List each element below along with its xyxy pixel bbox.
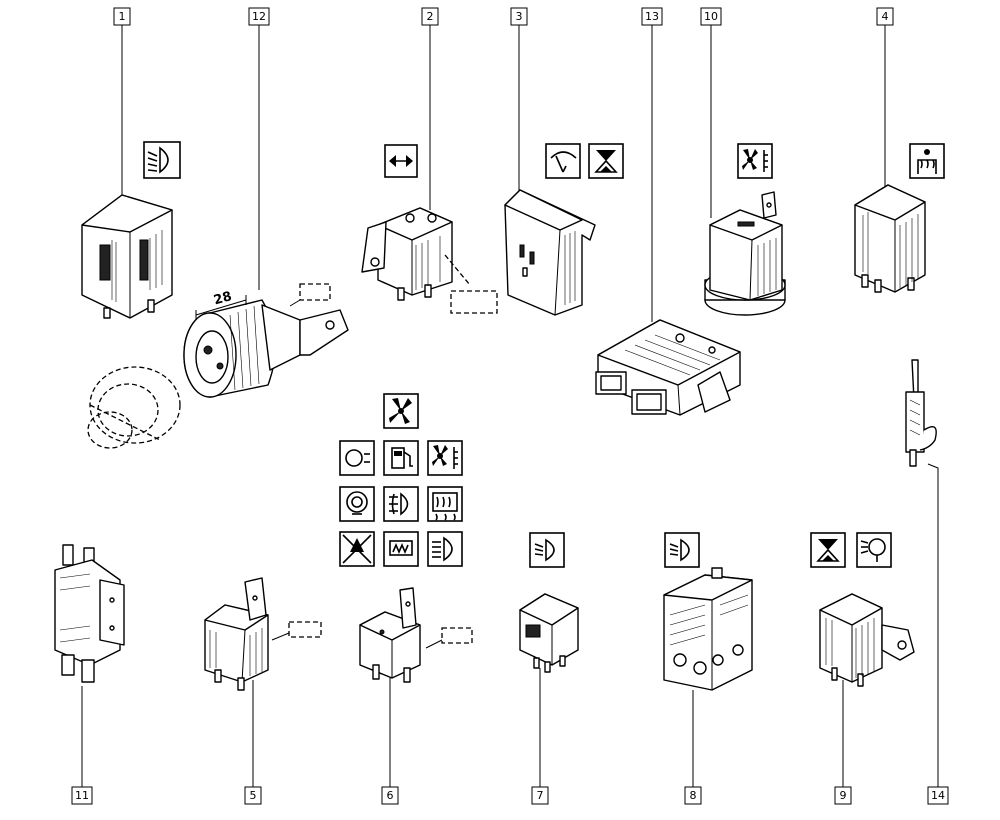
relay-part-7 <box>519 593 579 673</box>
relay-part-8 <box>663 567 753 691</box>
callout-1: 1 <box>113 7 131 26</box>
relay-socket-dashed <box>87 366 181 449</box>
front-fog-lamp-symbol <box>383 486 419 522</box>
headlamp-washer-symbol <box>856 532 892 568</box>
wiper-symbol <box>545 143 581 179</box>
relay-part-6 <box>359 587 473 683</box>
callout-2: 2 <box>421 7 439 26</box>
relay-part-5 <box>204 577 322 691</box>
svg-text:12: 12 <box>252 10 266 23</box>
svg-text:13: 13 <box>645 10 659 23</box>
callout-11: 11 <box>71 786 93 805</box>
relay-part-4 <box>854 184 926 293</box>
horn-symbol <box>339 486 375 522</box>
heated-rear-window-symbol <box>427 486 463 522</box>
callout-6: 6 <box>381 786 399 805</box>
sidelight-symbol <box>339 440 375 476</box>
relay-part-1 <box>81 194 173 319</box>
svg-text:14: 14 <box>931 789 945 802</box>
fuel-pump-symbol <box>383 440 419 476</box>
svg-text:6: 6 <box>387 789 394 802</box>
relay-part-3 <box>504 189 596 316</box>
hourglass-timer-symbol-3 <box>588 143 624 179</box>
relay-part-11 <box>54 544 125 683</box>
callout-14: 14 <box>927 786 949 805</box>
callout-12: 12 <box>248 7 270 26</box>
headlamp-beam-symbol-8 <box>664 532 700 568</box>
callout-5: 5 <box>244 786 262 805</box>
svg-text:11: 11 <box>75 789 89 802</box>
svg-text:10: 10 <box>704 10 718 23</box>
heated-seat-symbol <box>909 143 945 179</box>
svg-text:8: 8 <box>690 789 697 802</box>
relay-part-9 <box>819 593 915 687</box>
fan-symbol <box>383 393 419 429</box>
svg-text:28: 28 <box>212 289 233 308</box>
leader-lines <box>81 25 939 787</box>
fan-temperature-symbol-10 <box>737 143 773 179</box>
main-beam-symbol <box>427 531 463 567</box>
callout-10: 10 <box>700 7 722 26</box>
svg-text:4: 4 <box>882 10 889 23</box>
headlamp-beam-symbol <box>143 141 181 179</box>
callout-4: 4 <box>876 7 894 26</box>
callout-13: 13 <box>641 7 663 26</box>
svg-text:2: 2 <box>427 10 434 23</box>
cut-off-symbol <box>339 531 375 567</box>
heater-plug-symbol <box>383 531 419 567</box>
callout-8: 8 <box>684 786 702 805</box>
svg-text:3: 3 <box>516 10 523 23</box>
callout-9: 9 <box>834 786 852 805</box>
headlamp-beam-symbol-7 <box>529 532 565 568</box>
direction-indicator-symbol <box>384 144 418 178</box>
svg-text:7: 7 <box>537 789 544 802</box>
svg-text:9: 9 <box>840 789 847 802</box>
relay-part-10 <box>704 191 786 316</box>
hourglass-timer-symbol-9 <box>810 532 846 568</box>
relay-part-13 <box>595 319 741 416</box>
fan-temperature-symbol-grid <box>427 440 463 476</box>
callout-3: 3 <box>510 7 528 26</box>
callout-7: 7 <box>531 786 549 805</box>
svg-text:5: 5 <box>250 789 257 802</box>
relay-part-2 <box>361 207 498 314</box>
relay-part-14 <box>905 359 937 467</box>
svg-text:1: 1 <box>119 10 126 23</box>
relay-part-12: 28 <box>183 283 349 398</box>
